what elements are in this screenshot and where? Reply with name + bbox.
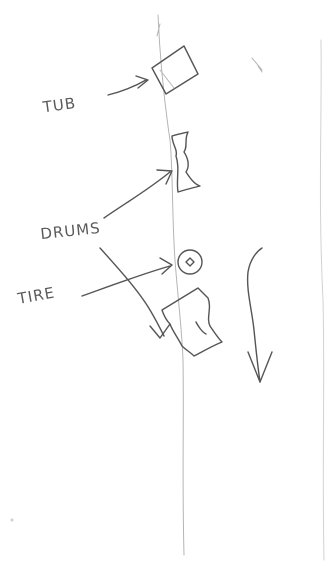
drums-arrow-head xyxy=(156,169,173,185)
big-down-arrow xyxy=(246,247,263,383)
vertical-guide-line xyxy=(157,14,185,556)
tub-arrow-head xyxy=(135,75,149,89)
tub-arrow xyxy=(107,79,147,96)
tub-label: TUB xyxy=(41,94,78,117)
drums-label: DRUMS xyxy=(40,219,102,243)
tire-arrow-head xyxy=(159,257,173,275)
stray-mark xyxy=(251,57,263,73)
stray-dot xyxy=(10,518,14,522)
tire-label: TIRE xyxy=(15,284,56,308)
big-down-arrow-head xyxy=(247,351,273,383)
tire-icon-center xyxy=(185,257,195,267)
guide-tick xyxy=(156,23,161,37)
tub-sketch xyxy=(151,45,199,95)
drums-to-assembly-arrow xyxy=(99,247,165,337)
tub-sketch-inner xyxy=(159,69,175,89)
drums-arrow xyxy=(103,171,171,219)
tire-icon xyxy=(177,249,203,275)
drums-to-assembly-arrow-head xyxy=(149,323,171,339)
assembly-sketch-detail xyxy=(195,321,207,335)
tire-arrow xyxy=(81,265,171,297)
paper-edge xyxy=(319,39,325,561)
drums-sketch xyxy=(171,131,201,193)
assembly-sketch xyxy=(161,287,223,357)
